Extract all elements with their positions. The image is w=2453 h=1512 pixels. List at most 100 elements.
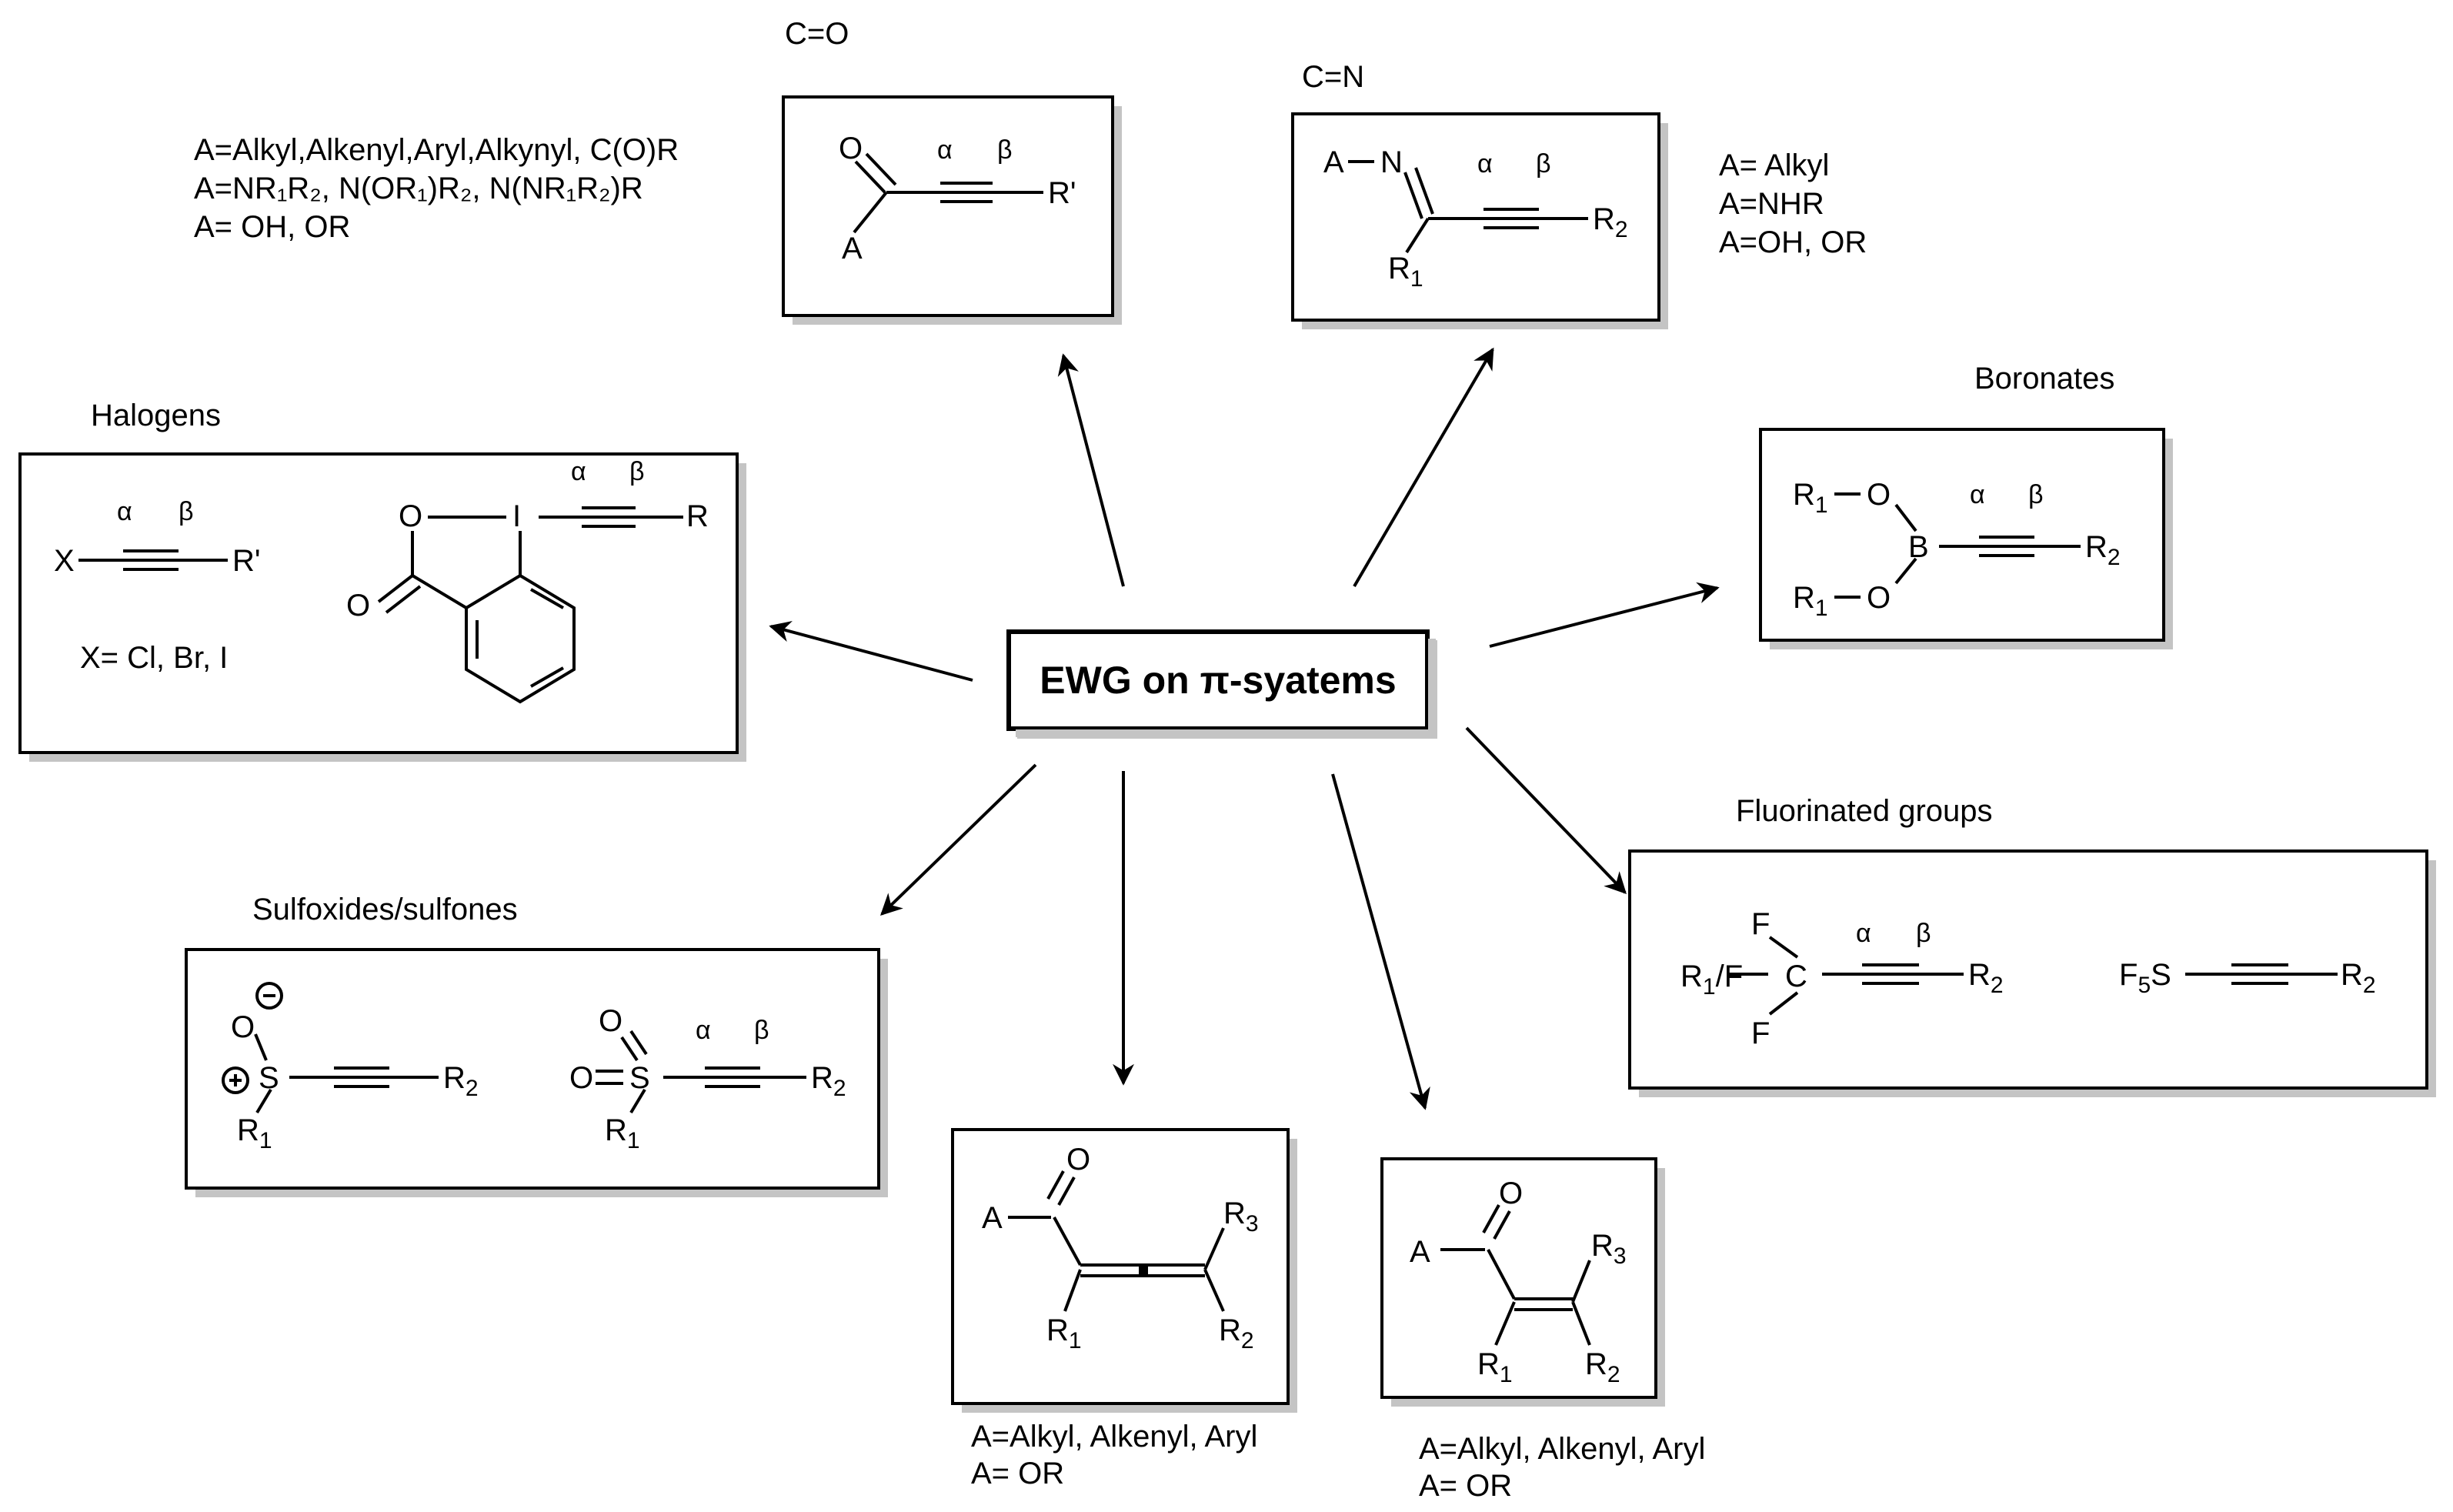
boronate-o-bottom: O [1867,581,1891,615]
molecule-sulfone [596,1030,806,1114]
fluorinated-title: Fluorinated groups [1736,794,1993,828]
sulfoxide-sulfur: S [259,1061,279,1095]
ebx-beta: β [629,457,645,486]
sulfone-alpha: α [696,1016,711,1045]
sulfur-title: Sulfoxides/sulfones [252,893,518,926]
ynimine-r1: R1 [1388,252,1423,292]
haloalkyne-alpha: α [117,497,132,526]
allenone-oxygen: O [1066,1143,1090,1177]
allenone-a: A [982,1201,1003,1235]
arrow-to-boronates [1489,582,1720,648]
sulfur-box [185,948,880,1190]
sf5-group: F5S [2119,958,2171,998]
halogens-box [18,452,739,754]
enone-box [1380,1157,1657,1399]
sulfoxide-r2: R2 [443,1061,479,1101]
boronates-box [1759,428,2165,642]
cf2-fluorine-bottom: F [1751,1016,1770,1050]
molecule-ynone [853,152,1043,234]
ynimine-nitrogen: N [1380,145,1403,179]
carbonyl-note-3: A= OH, OR [194,210,351,244]
allenone-r3: R3 [1223,1197,1259,1237]
arrow-to-sulfur [879,763,1037,916]
enone-a: A [1410,1235,1430,1269]
enone-note-1: A=Alkyl, Alkenyl, Aryl [1419,1432,1706,1466]
molecule-sulfoxide [222,982,439,1114]
haloalkyne-r-prime: R' [232,544,261,578]
arrow-to-carbonyl [1057,353,1125,587]
sf5-r2: R2 [2341,958,2376,998]
ynimine-a: A [1323,145,1344,179]
ynone-alpha: α [937,135,953,165]
ynimine-r2: R2 [1593,202,1628,242]
allenone-r2: R2 [1219,1313,1254,1353]
boronate-o-top: O [1867,478,1891,512]
cf2-r2: R2 [1968,958,2004,998]
sulfoxide-oxygen: O [231,1010,255,1044]
sulfone-sulfur: S [629,1061,650,1095]
carbonyl-note-2: A=NR₁R₂, N(OR₁)R₂, N(NR₁R₂)R [194,172,643,205]
arrow-to-imine [1353,347,1494,588]
ynone-oxygen: O [839,132,863,165]
cf2-beta: β [1916,919,1931,948]
allenone-note-1: A=Alkyl, Alkenyl, Aryl [971,1420,1258,1454]
ynone-r-prime: R' [1048,176,1076,210]
halogens-title: Halogens [91,399,222,432]
enone-note-2: A= OR [1419,1469,1513,1503]
sulfone-oxygen-top: O [599,1004,622,1038]
imine-title: C=N [1302,60,1365,94]
ebx-iodine: I [512,499,521,533]
carbonyl-box [782,95,1114,317]
enone-r1: R1 [1477,1347,1513,1387]
boronate-alpha: α [1970,480,1985,509]
sulfone-beta: β [754,1016,769,1045]
ebx-alpha: α [571,457,586,486]
sulfone-r1: R1 [605,1113,640,1153]
cf2-r1-f: R1/F [1680,960,1743,1000]
carbonyl-title: C=O [785,17,849,51]
ynimine-beta: β [1536,149,1551,179]
boronate-r1-top: R1 [1793,478,1828,518]
center-node: EWG on π-syatems [1008,631,1428,729]
arrow-to-halogens [769,620,973,682]
molecule-boronate [1834,492,2081,599]
fluorinated-box [1628,849,2428,1090]
cf2-carbon: C [1785,960,1807,993]
allenone-r1: R1 [1046,1313,1082,1353]
boronate-beta: β [2028,480,2044,509]
center-title: EWG on π-syatems [1040,659,1397,702]
enone-oxygen: O [1499,1177,1523,1210]
enone-r3: R3 [1591,1229,1627,1269]
arrow-to-enone [1331,773,1430,1110]
arrows [769,347,1720,1110]
molecule-allenone [1008,1170,1225,1312]
sulfone-oxygen-left: O [569,1061,593,1095]
boronate-r1-bottom: R1 [1793,581,1828,621]
boronate-r2: R2 [2085,530,2121,570]
haloalkyne-x: X [54,544,75,578]
ebx-oxygen-ring: O [399,499,422,533]
arrow-to-fluorinated [1465,726,1627,895]
ynone-a: A [842,232,863,265]
carbonyl-note-1: A=Alkyl,Alkenyl,Aryl,Alkynyl, C(O)R [194,133,679,167]
molecule-enone [1440,1204,1591,1346]
ynimine-alpha: α [1477,149,1493,179]
sulfone-r2: R2 [811,1061,846,1101]
cf2-alpha: α [1856,919,1871,948]
molecule-sf5-alkyne [2185,963,2338,985]
molecule-ynimine [1348,160,1588,254]
imine-note-3: A=OH, OR [1719,225,1867,259]
imine-note-2: A=NHR [1719,187,1824,221]
sulfoxide-r1: R1 [237,1113,272,1153]
imine-note-1: A= Alkyl [1719,149,1830,182]
ebx-r: R [686,499,709,533]
halogens-note: X= Cl, Br, I [80,641,229,675]
allenone-note-2: A= OR [971,1457,1065,1490]
molecule-cf2-alkyne [1728,936,1964,1016]
boronate-boron: B [1908,530,1929,564]
enone-r2: R2 [1585,1347,1620,1387]
haloalkyne-beta: β [179,497,194,526]
cf2-fluorine-top: F [1751,907,1770,941]
molecule-haloalkyne [78,549,228,571]
